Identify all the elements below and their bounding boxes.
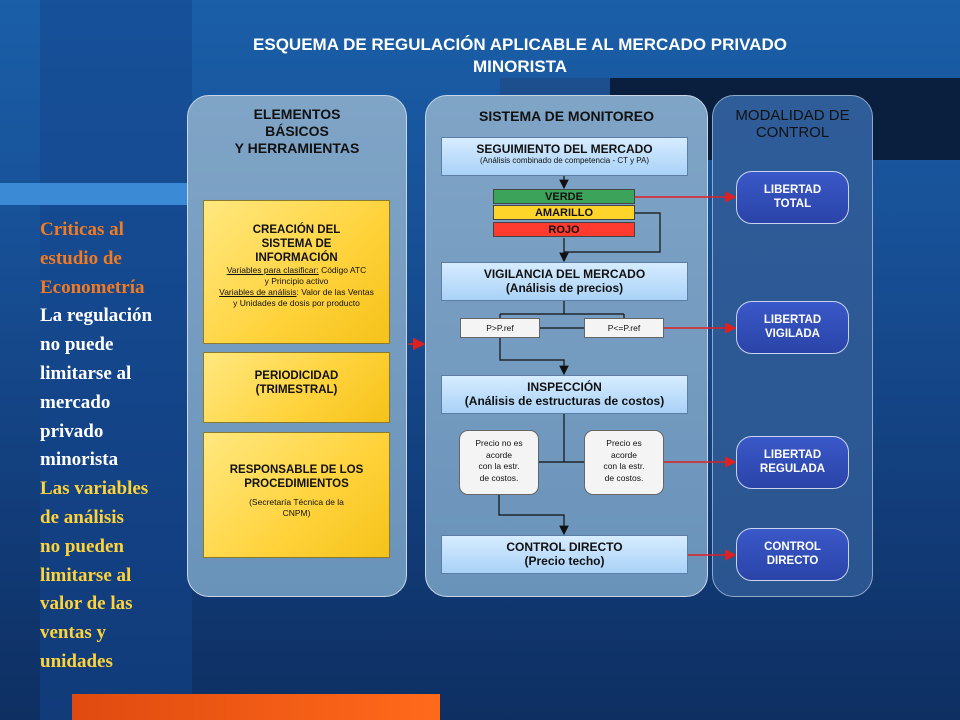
direct-control-box: CONTROL DIRECTO (Precio techo)	[441, 535, 688, 574]
box-line: con la estr.	[478, 461, 520, 471]
header-line: BÁSICOS	[265, 123, 329, 139]
pill-line: LIBERTAD	[763, 184, 822, 196]
box-title-line: RESPONSABLE DE LOS	[229, 464, 364, 476]
pill-libertad-regulada: LIBERTAD REGULADA	[736, 436, 849, 489]
regulation-line: minorista	[40, 449, 119, 471]
classification-variables: Variables para clasificar: Código ATC	[204, 265, 389, 276]
box-title: VIGILANCIA DEL MERCADO	[483, 267, 646, 281]
regulation-line: no puede	[40, 334, 114, 356]
pill-line: DIRECTO	[766, 555, 819, 567]
variables-line: no pueden	[40, 535, 124, 557]
responsible-box: RESPONSABLE DE LOS PROCEDIMIENTOS (Secre…	[203, 432, 390, 558]
background-left-band	[40, 0, 192, 720]
control-modality-header: MODALIDAD DE CONTROL	[712, 107, 873, 141]
slide-title-line-1: ESQUEMA DE REGULACIÓN APLICABLE AL MERCA…	[253, 35, 787, 54]
pill-line: VIGILADA	[765, 328, 820, 340]
pill-line: LIBERTAD	[763, 449, 822, 461]
price-above-ref-box: P>P.ref	[460, 318, 540, 338]
box-line: acorde	[486, 449, 512, 460]
box-subtitle: CNPM)	[282, 508, 311, 518]
box-line: de costos.	[604, 472, 644, 483]
side-commentary: Criticas al estudio de Econometría La re…	[40, 216, 190, 677]
box-title-line: PERIODICIDAD	[254, 370, 339, 382]
pill-libertad-vigilada: LIBERTAD VIGILADA	[736, 301, 849, 354]
market-tracking-box: SEGUIMIENTO DEL MERCADO (Análisis combin…	[441, 137, 688, 176]
variables-line: Las variables	[40, 478, 149, 500]
box-subtitle: (Análisis de estructuras de costos)	[464, 394, 665, 408]
variables-line: ventas y	[40, 622, 106, 644]
box-title: INSPECCIÓN	[527, 380, 602, 394]
box-line: de costos.	[479, 472, 519, 483]
periodicity-box: PERIODICIDAD (TRIMESTRAL)	[203, 352, 390, 423]
monitoring-system-header: SISTEMA DE MONITOREO	[478, 108, 654, 124]
regulation-line: limitarse al	[40, 362, 132, 384]
box-line: Precio es	[606, 438, 642, 448]
pill-libertad-total: LIBERTAD TOTAL	[736, 171, 849, 224]
pill-line: LIBERTAD	[763, 314, 822, 326]
header-line: ELEMENTOS	[253, 106, 341, 122]
box-line: Precio no es	[475, 438, 523, 448]
box-subtitle: (TRIMESTRAL)	[255, 384, 338, 396]
variables-line: limitarse al	[40, 564, 132, 586]
header-line: Y HERRAMIENTAS	[234, 140, 360, 156]
price-consistent-box: Precio es acorde con la estr. de costos.	[584, 430, 664, 495]
slide-title-line-2: MINORISTA	[472, 57, 568, 76]
box-title-line: CREACIÓN DEL	[252, 224, 341, 236]
box-title-line: PROCEDIMIENTOS	[244, 478, 349, 490]
box-title-line: SISTEMA DE	[261, 238, 332, 250]
inspection-box: INSPECCIÓN (Análisis de estructuras de c…	[441, 375, 688, 414]
classification-label: Variables para clasificar:	[226, 265, 319, 275]
critique-line: estudio de	[40, 247, 122, 269]
variables-line: valor de las	[40, 593, 133, 615]
regulation-line: La regulación	[40, 305, 153, 327]
critique-line: Criticas al	[40, 219, 124, 240]
box-title: SEGUIMIENTO DEL MERCADO	[476, 142, 653, 156]
classification-value-2: y Principio activo	[264, 276, 329, 286]
analysis-label: Variables de análisis	[219, 287, 297, 297]
box-subtitle: (Precio techo)	[524, 554, 605, 568]
box-title-line: INFORMACIÓN	[255, 252, 338, 264]
analysis-variables: Variables de análisis: Valor de las Vent…	[204, 287, 389, 298]
variables-line: de análisis	[40, 506, 124, 528]
regulation-line: privado	[40, 420, 104, 442]
box-subtitle: (Análisis combinado de competencia - CT …	[479, 156, 650, 165]
box-line: acorde	[611, 449, 637, 460]
pill-line: REGULADA	[759, 463, 826, 475]
box-line: con la estr.	[603, 461, 645, 471]
information-system-box: CREACIÓN DEL SISTEMA DE INFORMACIÓN Vari…	[203, 200, 390, 344]
regulation-line: mercado	[40, 391, 111, 413]
variables-line: unidades	[40, 650, 113, 672]
analysis-value: : Valor de las Ventas	[296, 287, 374, 297]
box-title: CONTROL DIRECTO	[506, 540, 623, 554]
pill-line: TOTAL	[773, 198, 812, 210]
pill-line: CONTROL	[764, 541, 821, 553]
critique-line: Econometría	[40, 276, 145, 298]
classification-value: Código ATC	[318, 265, 367, 275]
box-subtitle: (Análisis de precios)	[505, 281, 624, 295]
box-subtitle: (Secretaría Técnica de la	[249, 497, 344, 507]
basic-elements-header: ELEMENTOS BÁSICOS Y HERRAMIENTAS	[187, 106, 407, 157]
header-line: MODALIDAD DE	[735, 107, 850, 124]
red-light: ROJO	[493, 222, 635, 237]
price-not-consistent-box: Precio no es acorde con la estr. de cost…	[459, 430, 539, 495]
background-red-bar	[72, 694, 440, 720]
market-surveillance-box: VIGILANCIA DEL MERCADO (Análisis de prec…	[441, 262, 688, 301]
header-line: CONTROL	[755, 124, 830, 141]
price-below-ref-box: P<=P.ref	[584, 318, 664, 338]
pill-control-directo: CONTROL DIRECTO	[736, 528, 849, 581]
analysis-value-2: y Unidades de dosis por producto	[233, 298, 360, 308]
yellow-light: AMARILLO	[493, 205, 635, 220]
background-accent-bar	[0, 183, 192, 205]
green-light: VERDE	[493, 189, 635, 204]
slide-title: ESQUEMA DE REGULACIÓN APLICABLE AL MERCA…	[160, 34, 880, 78]
